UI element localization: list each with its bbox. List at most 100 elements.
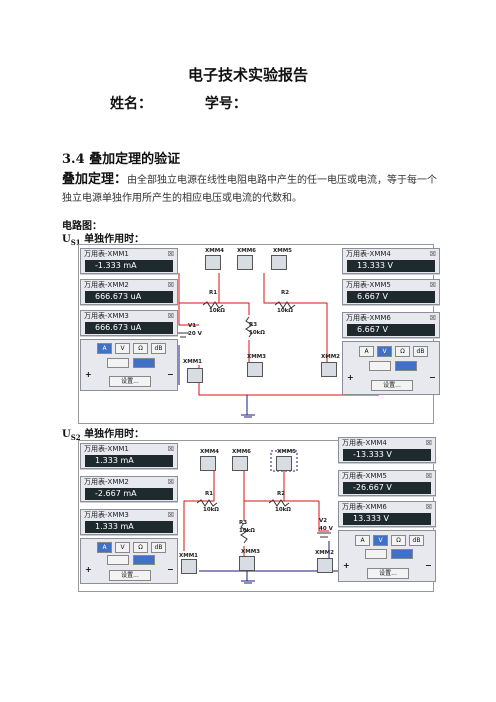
multimeter-xmm1-window[interactable]: 万用表-XMM1☒ 1.333 mA bbox=[80, 443, 178, 469]
multimeter-xmm1-symbol[interactable] bbox=[187, 368, 203, 383]
section-heading: 3.4 叠加定理的验证 bbox=[62, 152, 181, 167]
multimeter-xmm4-symbol[interactable] bbox=[200, 456, 216, 471]
meter-title: 万用表-XMM1 bbox=[84, 445, 129, 453]
label-v2-value: 40 V bbox=[319, 526, 333, 532]
minus-terminal: − bbox=[167, 370, 174, 379]
multimeter-xmm6-symbol[interactable] bbox=[232, 456, 248, 471]
multimeter-xmm6-symbol[interactable] bbox=[237, 255, 253, 270]
volt-mode-button[interactable]: V bbox=[373, 535, 388, 546]
label-xmm3: XMM3 bbox=[241, 549, 261, 555]
db-mode-button[interactable]: dB bbox=[151, 542, 166, 553]
volt-mode-button[interactable]: V bbox=[377, 346, 392, 357]
close-icon[interactable]: ☒ bbox=[167, 250, 174, 258]
multimeter-xmm1-symbol[interactable] bbox=[181, 559, 197, 574]
dc-wave-button[interactable] bbox=[133, 358, 155, 368]
label-r1: R1 bbox=[209, 290, 218, 296]
plus-terminal: + bbox=[343, 561, 350, 570]
multimeter-xmm5-symbol[interactable] bbox=[271, 255, 287, 270]
db-mode-button[interactable]: dB bbox=[409, 535, 424, 546]
ohm-mode-button[interactable]: Ω bbox=[133, 542, 148, 553]
multimeter-xmm2-symbol[interactable] bbox=[321, 362, 337, 377]
label-r3-value: 10kΩ bbox=[239, 528, 255, 534]
dc-wave-button[interactable] bbox=[391, 549, 413, 559]
close-icon[interactable]: ☒ bbox=[167, 445, 174, 453]
close-icon[interactable]: ☒ bbox=[167, 511, 174, 519]
multimeter-xmm3-symbol[interactable] bbox=[247, 362, 263, 377]
label-xmm1: XMM1 bbox=[179, 553, 199, 559]
name-label: 姓名： bbox=[110, 96, 152, 112]
close-icon[interactable]: ☒ bbox=[167, 281, 174, 289]
amp-mode-button[interactable]: A bbox=[359, 346, 374, 357]
dc-wave-button[interactable] bbox=[133, 555, 155, 565]
amp-mode-button[interactable]: A bbox=[97, 343, 112, 354]
ac-wave-button[interactable] bbox=[107, 555, 129, 565]
ac-wave-button[interactable] bbox=[107, 358, 129, 368]
amp-mode-button[interactable]: A bbox=[355, 535, 370, 546]
case1-label: US1 单独作用时： bbox=[62, 234, 145, 247]
multimeter-xmm3-window[interactable]: 万用表-XMM3☒ 666.673 uA bbox=[80, 310, 178, 336]
multimeter-xmm6-window[interactable]: 万用表-XMM6 ☒ 13.333 V bbox=[338, 501, 436, 527]
meter-readout: -1.333 mA bbox=[85, 260, 173, 272]
minus-terminal: − bbox=[429, 373, 436, 382]
ac-wave-button[interactable] bbox=[369, 361, 391, 371]
meter-title: 万用表-XMM5 bbox=[342, 472, 387, 480]
dc-wave-button[interactable] bbox=[395, 361, 417, 371]
volt-mode-button[interactable]: V bbox=[115, 343, 130, 354]
label-r2-value: 10kΩ bbox=[277, 308, 293, 314]
close-icon[interactable]: ☒ bbox=[425, 503, 432, 511]
close-icon[interactable]: ☒ bbox=[429, 281, 436, 289]
multimeter-xmm3-window[interactable]: 万用表-XMM3☒ 1.333 mA bbox=[80, 509, 178, 535]
close-icon[interactable]: ☒ bbox=[425, 472, 432, 480]
ohm-mode-button[interactable]: Ω bbox=[133, 343, 148, 354]
multimeter-xmm2-symbol[interactable] bbox=[317, 558, 333, 573]
meter-readout: 13.333 V bbox=[347, 260, 435, 272]
multimeter-xmm5-symbol[interactable] bbox=[276, 456, 292, 471]
ohm-mode-button[interactable]: Ω bbox=[391, 535, 406, 546]
label-xmm2: XMM2 bbox=[315, 550, 335, 556]
close-icon[interactable]: ☒ bbox=[429, 250, 436, 258]
settings-button[interactable]: 设置... bbox=[371, 380, 413, 391]
multimeter-xmm2-window[interactable]: 万用表-XMM2☒ 666.673 uA bbox=[80, 279, 178, 305]
multimeter-xmm6-window[interactable]: 万用表-XMM6☒ 6.667 V bbox=[342, 312, 440, 338]
close-icon[interactable]: ☒ bbox=[167, 478, 174, 486]
label-xmm6: XMM6 bbox=[237, 248, 257, 254]
meter-title: 万用表-XMM2 bbox=[84, 478, 129, 486]
multimeter-xmm4-window[interactable]: 万用表-XMM4☒ 13.333 V bbox=[342, 248, 440, 274]
close-icon[interactable]: ☒ bbox=[167, 312, 174, 320]
label-r3: R3 bbox=[249, 322, 258, 328]
db-mode-button[interactable]: dB bbox=[413, 346, 428, 357]
settings-button[interactable]: 设置... bbox=[367, 568, 409, 579]
ac-wave-button[interactable] bbox=[365, 549, 387, 559]
settings-button[interactable]: 设置... bbox=[109, 570, 151, 581]
multimeter-xmm4-window[interactable]: 万用表-XMM4☒ -13.333 V bbox=[338, 437, 436, 463]
meter-readout: 13.333 V bbox=[343, 513, 431, 525]
meter-readout: -13.333 V bbox=[343, 449, 431, 461]
label-xmm5: XMM5 bbox=[277, 449, 297, 455]
close-icon[interactable]: ☒ bbox=[425, 439, 432, 447]
db-mode-button[interactable]: dB bbox=[151, 343, 166, 354]
multimeter-xmm1-window[interactable]: 万用表-XMM1☒ -1.333 mA bbox=[80, 248, 178, 274]
volt-mode-button[interactable]: V bbox=[115, 542, 130, 553]
multimeter-xmm2-window[interactable]: 万用表-XMM2☒ -2.667 mA bbox=[80, 476, 178, 502]
label-xmm4: XMM4 bbox=[205, 248, 225, 254]
multimeter-xmm3-symbol[interactable] bbox=[239, 556, 255, 571]
multimeter-xmm4-symbol[interactable] bbox=[205, 255, 221, 270]
amp-mode-button[interactable]: A bbox=[97, 542, 112, 553]
meter-title: 万用表-XMM6 bbox=[342, 503, 387, 511]
close-icon[interactable]: ☒ bbox=[429, 314, 436, 322]
plus-terminal: + bbox=[85, 370, 92, 379]
settings-button[interactable]: 设置... bbox=[109, 376, 151, 387]
label-xmm1: XMM1 bbox=[183, 359, 203, 365]
multimeter-xmm5-window[interactable]: 万用表-XMM5☒ -26.667 V bbox=[338, 470, 436, 496]
ohm-mode-button[interactable]: Ω bbox=[395, 346, 410, 357]
multimeter-xmm5-window[interactable]: 万用表-XMM5☒ 6.667 V bbox=[342, 279, 440, 305]
plus-terminal: + bbox=[347, 373, 354, 382]
meter-title: 万用表-XMM3 bbox=[84, 511, 129, 519]
label-r2: R2 bbox=[281, 290, 290, 296]
meter-title: 万用表-XMM3 bbox=[84, 312, 129, 320]
name-row: 姓名： 学号： bbox=[110, 93, 295, 113]
case2-label: US2 单独作用时： bbox=[62, 429, 145, 442]
theorem-body: 由全部独立电源在线性电阻电路中产生的任一电压或电流，等于每一个独立电源单独作用所… bbox=[62, 175, 438, 204]
label-r3-value: 10kΩ bbox=[249, 330, 265, 336]
